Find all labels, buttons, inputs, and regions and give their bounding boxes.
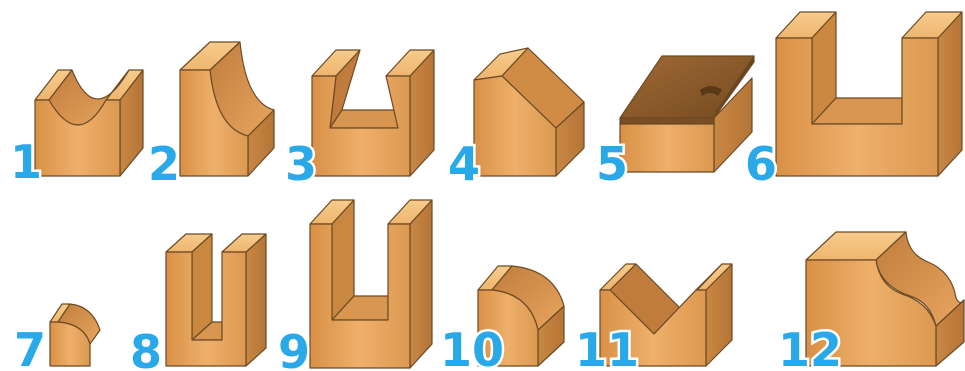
profile-1-cove-groove xyxy=(35,70,143,176)
profile-number-6: 6 xyxy=(745,137,777,191)
profile-2-cove-edge xyxy=(180,42,274,176)
profile-number-5: 5 xyxy=(596,137,628,191)
profile-number-12: 12 xyxy=(778,323,842,371)
profile-3-dovetail xyxy=(312,50,434,176)
profile-number-1: 1 xyxy=(10,135,42,189)
profile-number-4: 4 xyxy=(448,137,480,191)
profile-number-2: 2 xyxy=(148,137,180,191)
profile-4-chamfer xyxy=(474,48,584,176)
profile-5-laminate-edge xyxy=(620,56,754,172)
profile-number-8: 8 xyxy=(130,325,162,371)
profile-number-10: 10 xyxy=(440,323,504,371)
profile-number-11: 11 xyxy=(575,323,639,371)
profile-8-straight-narrow xyxy=(166,234,266,366)
profile-7-small-roundover xyxy=(50,304,100,366)
profile-9-straight-tall xyxy=(310,200,432,368)
profile-number-7: 7 xyxy=(14,323,46,371)
profile-number-3: 3 xyxy=(285,137,317,191)
profile-6-straight-wide xyxy=(776,12,962,176)
profile-number-9: 9 xyxy=(278,325,310,371)
